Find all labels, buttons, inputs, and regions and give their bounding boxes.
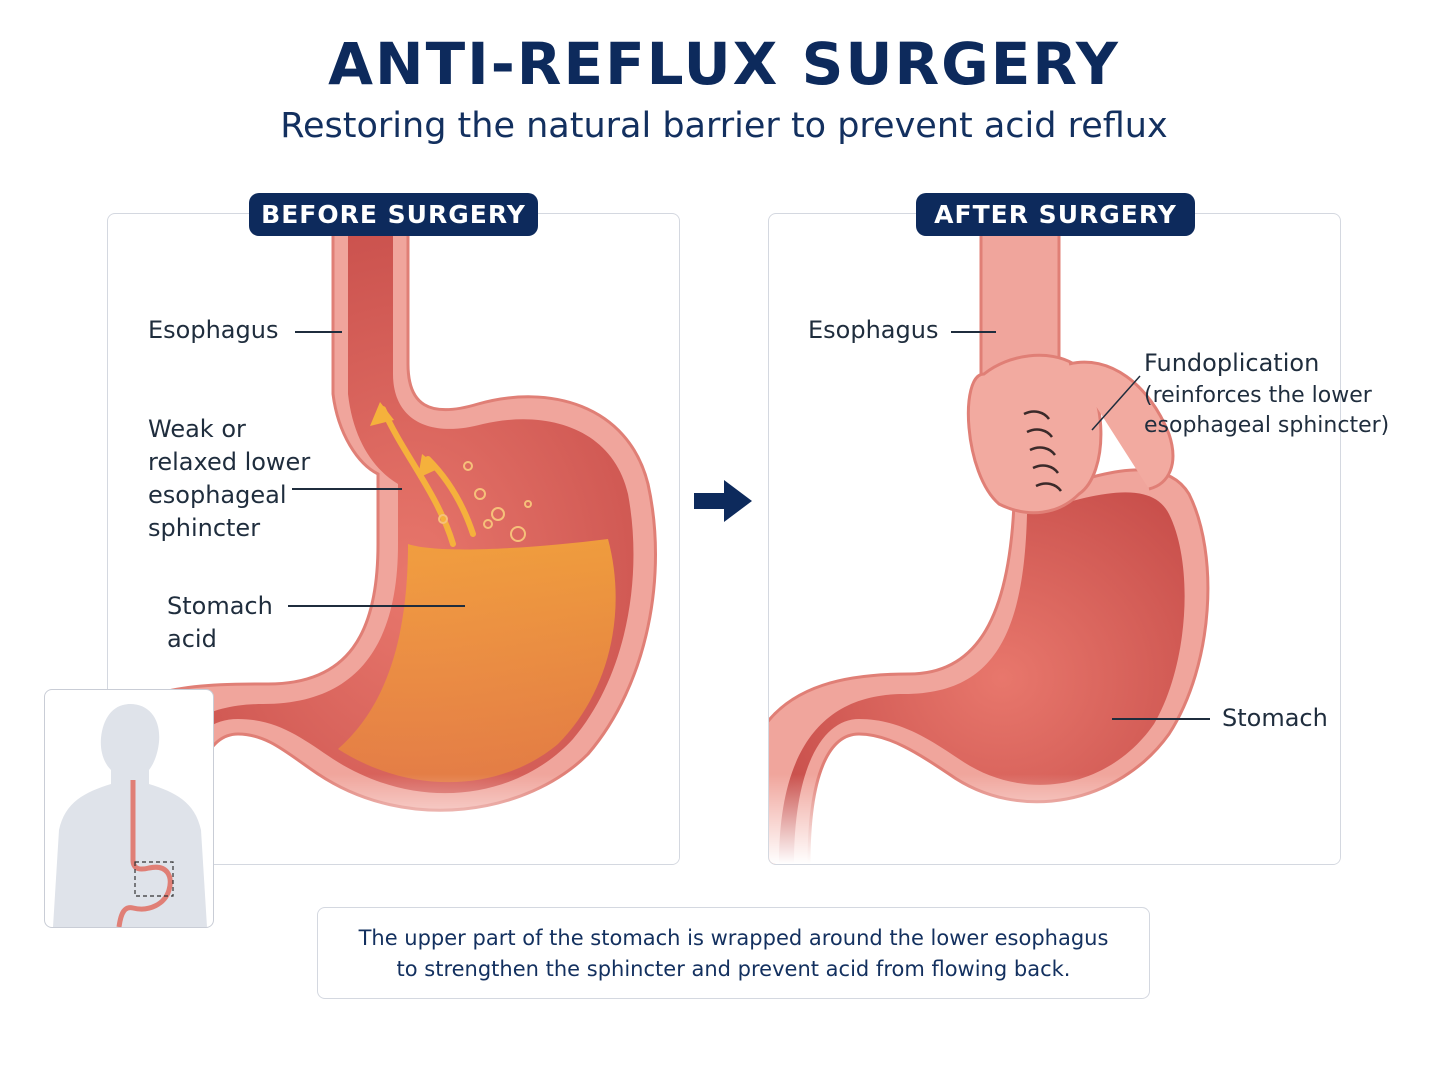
after-esophagus-label: Esophagus [808,316,939,344]
reflux-arrowhead-1 [370,402,394,426]
caption-line1: The upper part of the stomach is wrapped… [358,926,1109,950]
sphincter-label-line2: relaxed lower [148,448,311,476]
after-stomach-leader [1112,718,1210,720]
stomach-acid-pool [338,539,616,783]
fundoplication-label-line1: Fundoplication [1144,349,1320,377]
fundoplication-label-line2: (reinforces the lower [1144,383,1372,408]
stomach-acid-label-line2: acid [167,625,217,653]
sphincter-leader [292,488,402,490]
arrow-right-icon [694,480,752,522]
page-subtitle: Restoring the natural barrier to prevent… [280,106,1168,146]
stomach-lining [779,492,1185,864]
body-location-inset [44,689,214,928]
before-esophagus-leader [295,331,342,333]
before-esophagus-label: Esophagus [148,316,279,344]
caption-box: The upper part of the stomach is wrapped… [317,907,1150,999]
sphincter-label-line3: esophageal [148,481,287,509]
focus-box [134,861,174,897]
page-title: ANTI-REFLUX SURGERY [328,30,1120,98]
before-surgery-badge: BEFORE SURGERY [249,193,538,236]
fundus-upper [1068,360,1175,491]
after-stomach-label: Stomach [1222,704,1328,732]
body-silhouette-icon [53,704,207,927]
bottom-fade [769,774,1340,864]
reflux-arrowhead-2 [418,454,440,478]
sphincter-label-line1: Weak or [148,415,246,443]
fundoplication-wrap [966,353,1103,515]
suture-stitches [1023,410,1063,492]
sphincter-label-line4: sphincter [148,514,261,542]
digestive-tract [116,780,173,927]
caption-line2: to strengthen the sphincter and prevent … [396,957,1071,981]
fundoplication-leader [1091,375,1141,431]
silhouette [53,704,207,927]
fundoplication-label-line3: esophageal sphincter) [1144,413,1390,438]
stomach-acid-leader [288,605,465,607]
stomach-acid-label-line1: Stomach [167,592,273,620]
after-stomach-illustration [769,232,1340,864]
after-esophagus-leader [951,331,996,333]
after-surgery-badge: AFTER SURGERY [916,193,1195,236]
acid-bubbles [438,461,532,542]
after-surgery-panel [768,213,1341,865]
